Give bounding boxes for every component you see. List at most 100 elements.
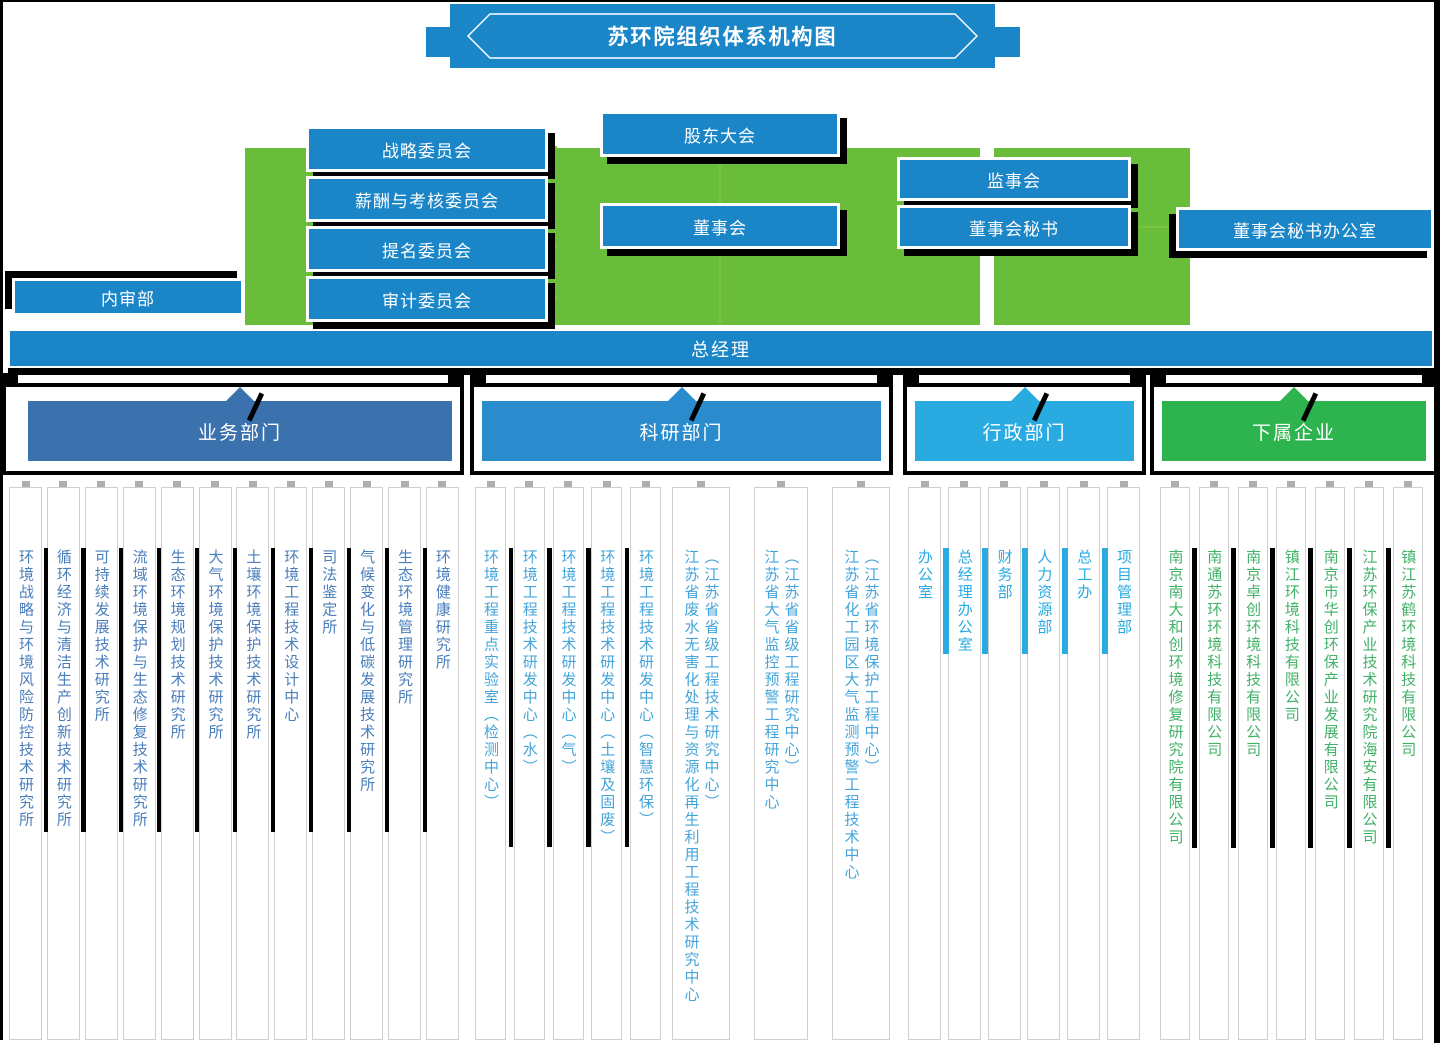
box-committee-3: 提名委员会	[306, 226, 548, 272]
page-border-left	[0, 0, 3, 1040]
connector-shareholders-board	[719, 157, 721, 203]
org-column-label: 环境工程技术设计中心	[282, 549, 300, 724]
org-column-label: 南通苏环环境科技有限公司	[1205, 549, 1223, 759]
org-column-text: 江苏省大气监控预警工程研究中心（江苏省省级工程研究中心）	[763, 549, 800, 812]
org-column-label: 人力资源部	[1035, 549, 1053, 637]
org-column-text: 南京南大和创环境修复研究院有限公司	[1167, 549, 1184, 847]
chart-title-banner: 苏环院组织体系机构图	[450, 4, 995, 68]
org-column-research-2: 环境工程技术研发中心（水）	[513, 481, 545, 1040]
org-column-text: 江苏省废水无害化处理与资源化再生利用工程技术研究中心（江苏省省级工程技术研究中心…	[683, 549, 720, 1004]
org-column-research-7: 江苏省大气监控预警工程研究中心（江苏省省级工程研究中心）	[754, 481, 808, 1040]
org-column-text: 司法鉴定所	[320, 549, 337, 637]
org-column-enterprise-7: 镇江苏鹤环境科技有限公司	[1392, 481, 1423, 1040]
org-column-research-1: 环境工程重点实验室（检测中心）	[475, 481, 506, 1040]
org-column-text: 环境健康研究所	[434, 549, 451, 672]
org-column-admin-3: 财务部	[987, 481, 1021, 1040]
org-column-text: 南京卓创环境科技有限公司	[1244, 549, 1261, 759]
box-label: 股东大会	[684, 126, 756, 146]
column-divider-bar-business-7	[270, 548, 276, 832]
org-column-business-3: 可持续发展技术研究所	[84, 481, 118, 1040]
org-column-enterprise-4: 镇江环境科技有限公司	[1276, 481, 1307, 1040]
connector-secretary-office	[1131, 226, 1176, 228]
org-column-business-4: 流域环境保护与生态修复技术研究所	[122, 481, 156, 1040]
org-column-label: 南京市华创环保产业发展有限公司	[1321, 549, 1339, 812]
column-divider-bar-business-10	[384, 548, 389, 832]
org-column-business-8: 环境工程技术设计中心	[274, 481, 308, 1040]
org-column-text: 江苏省化工园区大气监测预警工程技术中心（江苏省环境保护工程中心）	[843, 549, 880, 882]
org-column-label: 江苏省废水无害化处理与资源化再生利用工程技术研究中心	[682, 549, 700, 1004]
connector-committee-1	[545, 146, 557, 148]
org-column-business-12: 环境健康研究所	[425, 481, 459, 1040]
org-column-label: 环境工程重点实验室（检测中心）	[482, 549, 499, 812]
org-column-label: 土壤环境保护技术研究所	[244, 549, 262, 742]
org-column-enterprise-2: 南通苏环环境科技有限公司	[1198, 481, 1229, 1040]
org-column-label: 江苏省大气监控预警工程研究中心	[762, 549, 780, 812]
org-column-text: 生态环境管理研究所	[396, 549, 413, 707]
connector-board-down	[719, 249, 721, 325]
org-column-label: 总工办	[1075, 549, 1093, 602]
org-column-research-3: 环境工程技术研发中心（气）	[552, 481, 584, 1040]
org-column-label: 项目管理部	[1115, 549, 1132, 637]
column-divider-bar-enterprise-3	[1269, 548, 1275, 848]
org-column-label: 江苏环保产业技术研究院海安有限公司	[1360, 549, 1378, 847]
group-header-business: 业务部门	[28, 387, 452, 461]
group-label: 下属企业	[1251, 422, 1336, 444]
box-label: 战略委员会	[382, 141, 472, 161]
org-column-text: 可持续发展技术研究所	[93, 549, 110, 724]
org-column-research-6: 江苏省废水无害化处理与资源化再生利用工程技术研究中心（江苏省省级工程技术研究中心…	[672, 481, 730, 1040]
org-column-label: 镇江苏鹤环境科技有限公司	[1399, 549, 1417, 759]
column-divider-bar-enterprise-4	[1308, 548, 1314, 848]
org-column-label: 生态环境规划技术研究所	[168, 549, 186, 742]
box-board-of-directors: 董事会	[600, 203, 840, 249]
column-divider-bar-business-11	[422, 548, 427, 832]
group-header-research: 科研部门	[482, 387, 881, 461]
banner-right-tab	[994, 27, 1020, 57]
group-label: 业务部门	[197, 422, 282, 444]
org-column-label: 江苏省化工园区大气监测预警工程技术中心	[842, 549, 860, 882]
column-divider-bar-business-1	[43, 548, 48, 832]
org-column-label: 环境工程技术研发中心（气）	[559, 549, 577, 777]
org-column-label: 循环经济与清洁生产创新技术研究所	[54, 549, 72, 829]
group-frame-enterprise: 下属企业	[1150, 373, 1438, 475]
column-divider-bar-admin-3	[1022, 548, 1029, 654]
org-column-text: 生态环境规划技术研究所	[169, 549, 186, 742]
box-internal-audit: 内审部	[12, 278, 244, 316]
org-column-label: 环境战略与环境风险防控技术研究所	[17, 549, 34, 829]
group-frame-research: 科研部门	[470, 373, 893, 475]
connector-committee-2	[545, 196, 557, 198]
org-column-text: 环境工程技术设计中心	[282, 549, 299, 724]
org-column-research-4: 环境工程技术研发中心（土壤及固废）	[591, 481, 623, 1040]
org-column-label: 办公室	[916, 549, 933, 602]
box-label: 内审部	[101, 289, 155, 309]
group-label: 科研部门	[639, 422, 724, 444]
org-column-label: 气候变化与低碳发展技术研究所	[358, 549, 376, 794]
pointer-up-icon	[667, 387, 696, 401]
org-column-business-11: 生态环境管理研究所	[388, 481, 421, 1040]
org-column-business-2: 循环经济与清洁生产创新技术研究所	[46, 481, 80, 1040]
org-column-admin-4: 人力资源部	[1027, 481, 1061, 1040]
org-column-label: 大气环境保护技术研究所	[206, 549, 224, 742]
org-column-text: 总工办	[1075, 549, 1092, 602]
box-committee-1: 战略委员会	[306, 126, 548, 172]
org-column-text: 环境战略与环境风险防控技术研究所	[17, 549, 34, 829]
column-divider-bar-business-3	[119, 548, 124, 832]
box-label: 提名委员会	[382, 241, 472, 261]
org-column-label: 环境工程技术研发中心（水）	[520, 549, 538, 777]
org-column-admin-1: 办公室	[908, 481, 941, 1040]
org-column-text: 人力资源部	[1035, 549, 1052, 637]
connector-committee-3	[545, 246, 557, 248]
org-column-text: 土壤环境保护技术研究所	[244, 549, 261, 742]
pointer-up-icon	[226, 387, 254, 401]
group-frame-admin: 行政部门	[903, 373, 1146, 475]
box-board-secretary-office: 董事会秘书办公室	[1176, 207, 1434, 251]
column-divider-bar-research-1	[508, 548, 513, 847]
org-column-label: 南京卓创环境科技有限公司	[1244, 549, 1262, 759]
chart-title: 苏环院组织体系机构图	[607, 26, 838, 49]
org-column-label: 环境工程技术研发中心（土壤及固废）	[598, 549, 616, 847]
column-divider-bar-business-6	[233, 548, 238, 832]
org-column-label: 生态环境管理研究所	[396, 549, 413, 707]
column-divider-bar-admin-2	[982, 548, 989, 654]
pointer-up-icon	[1280, 387, 1308, 401]
box-supervisory-board: 监事会	[897, 157, 1131, 201]
